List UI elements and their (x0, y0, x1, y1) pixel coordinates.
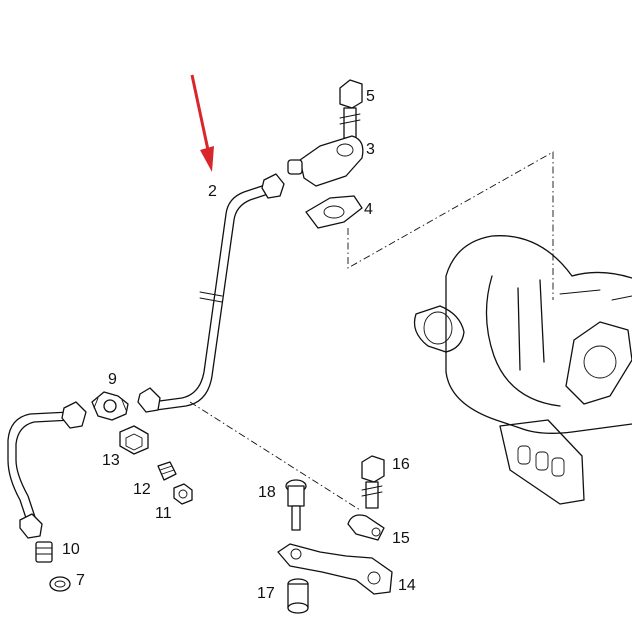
callout-2: 2 (208, 183, 217, 200)
union-nut-13 (119, 425, 149, 455)
leader-lines (189, 151, 554, 511)
bracket-14 (277, 543, 393, 595)
callout-14: 14 (398, 577, 416, 594)
bolt-18 (285, 479, 307, 531)
fitting-12 (157, 461, 177, 481)
callout-7: 7 (76, 572, 85, 589)
callout-16: 16 (392, 456, 410, 473)
callout-3: 3 (366, 141, 375, 158)
callout-5: 5 (366, 88, 375, 105)
clip-15 (347, 514, 385, 541)
banjo-fitting-3 (287, 135, 364, 187)
callout-18: 18 (258, 484, 276, 501)
red-indicator-arrow (190, 74, 214, 172)
callout-15: 15 (392, 530, 410, 547)
turbocharger (413, 235, 632, 505)
callout-13: 13 (102, 452, 120, 469)
bolt-16 (361, 455, 385, 509)
cross-fitting (91, 391, 129, 421)
gasket-4 (305, 195, 363, 229)
callout-10: 10 (62, 541, 80, 558)
washer-7 (49, 576, 71, 592)
bolt-5 (339, 79, 363, 139)
callout-17: 17 (257, 585, 275, 602)
callout-11: 11 (155, 505, 172, 522)
callout-9: 9 (108, 371, 117, 388)
fitting-10 (35, 541, 53, 563)
nut-11 (173, 483, 193, 505)
callout-4: 4 (364, 201, 373, 218)
oil-feed-pipe (137, 173, 285, 413)
sleeve-17 (287, 578, 309, 614)
callout-12: 12 (133, 481, 151, 498)
part-callouts: 2 3 4 5 7 9 10 11 12 13 14 15 16 17 18 (62, 88, 416, 602)
return-pipe (7, 401, 87, 539)
